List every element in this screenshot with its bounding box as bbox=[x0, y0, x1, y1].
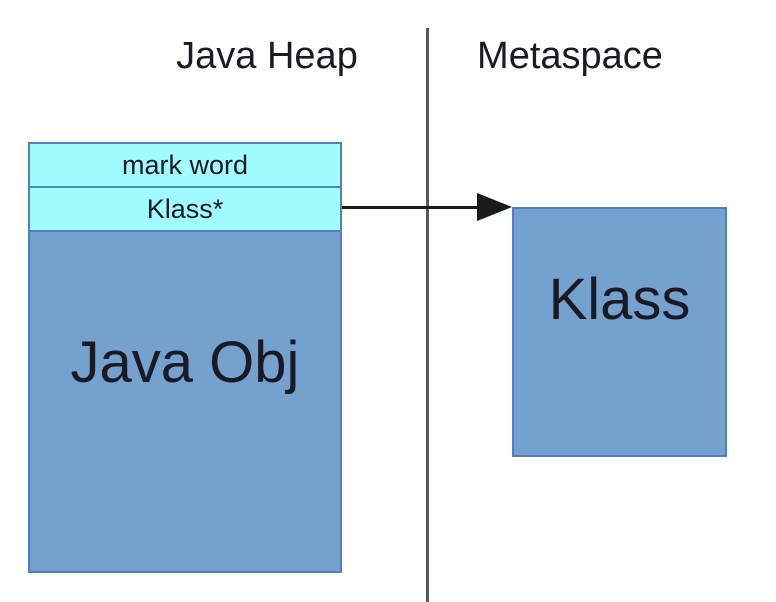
klass-box: Klass bbox=[512, 207, 727, 457]
metaspace-region-title: Metaspace bbox=[477, 35, 663, 77]
java-object-box: mark word Klass* Java Obj bbox=[28, 142, 342, 573]
java-obj-body: Java Obj bbox=[30, 232, 340, 571]
klass-pointer-cell: Klass* bbox=[30, 188, 340, 232]
klass-pointer-label: Klass* bbox=[146, 193, 224, 224]
klass-pointer-arrow-line bbox=[342, 206, 482, 209]
mark-word-cell: mark word bbox=[30, 144, 340, 188]
region-divider-line bbox=[426, 28, 429, 602]
mark-word-label: mark word bbox=[121, 149, 249, 180]
java-heap-region-title: Java Heap bbox=[176, 35, 358, 77]
klass-pointer-arrowhead-icon bbox=[477, 193, 512, 221]
java-obj-label: Java Obj bbox=[70, 330, 300, 395]
klass-label: Klass bbox=[548, 267, 691, 332]
